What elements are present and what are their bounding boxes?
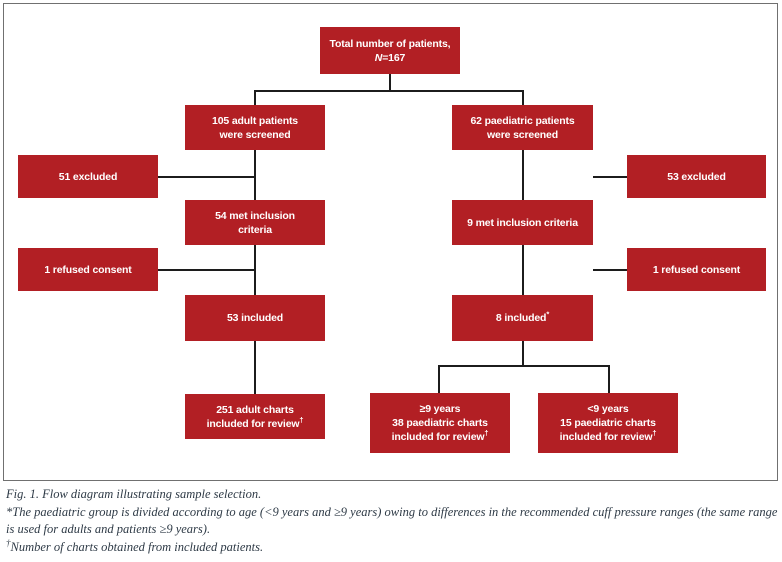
node-adult-refused-consent: 1 refused consent — [18, 248, 158, 291]
node-text: N=167 — [374, 51, 406, 64]
node-paediatric-excluded: 53 excluded — [627, 155, 766, 198]
node-text: 251 adult charts — [216, 403, 294, 416]
node-text: ≥9 years — [419, 403, 461, 415]
node-text: <9 years — [587, 403, 629, 415]
footnote-asterisk: *The paediatric group is divided accordi… — [6, 504, 778, 537]
connector-line — [593, 269, 627, 271]
node-paediatric-included: 8 included* — [452, 295, 593, 341]
node-text: 53 excluded — [667, 170, 726, 183]
node-paediatric-met-criteria: 9 met inclusion criteria — [452, 200, 593, 245]
connector-line — [438, 365, 440, 393]
connector-line — [158, 269, 255, 271]
connector-line — [254, 341, 256, 394]
dagger-mark: † — [6, 537, 11, 548]
node-text: 51 excluded — [58, 170, 118, 183]
node-text: included for review† — [559, 428, 657, 443]
node-adult-included: 53 included — [185, 295, 325, 341]
node-adult-excluded: 51 excluded — [18, 155, 158, 198]
node-lt9-charts-review: <9 years 15 paediatric charts included f… — [538, 393, 678, 453]
footnote-dagger-text: Number of charts obtained from included … — [10, 539, 264, 554]
connector-line — [254, 90, 256, 105]
connector-line — [158, 176, 255, 178]
node-text: included for review† — [206, 415, 304, 430]
connector-line — [389, 74, 391, 91]
node-ge9-charts-review: ≥9 years 38 paediatric charts included f… — [370, 393, 510, 453]
node-text: 54 met inclusion — [215, 209, 295, 222]
connector-line — [522, 341, 524, 366]
node-text: 9 met inclusion criteria — [467, 216, 578, 229]
node-text: were screened — [219, 128, 291, 141]
connector-line — [254, 245, 256, 295]
caption-block: Fig. 1. Flow diagram illustrating sample… — [6, 486, 778, 556]
node-paediatric-screened: 62 paediatric patients were screened — [452, 105, 593, 150]
node-adult-screened: 105 adult patients were screened — [185, 105, 325, 150]
node-text: 15 paediatric charts — [560, 417, 656, 429]
connector-line — [608, 365, 610, 393]
node-text: 1 refused consent — [44, 263, 132, 276]
node-text: Total number of patients, — [329, 37, 451, 50]
node-total-patients: Total number of patients, N=167 — [320, 27, 460, 74]
figure-caption: Fig. 1. Flow diagram illustrating sample… — [6, 487, 262, 501]
node-text: 53 included — [226, 312, 284, 324]
connector-line — [254, 150, 256, 200]
node-text: were screened — [486, 128, 558, 141]
node-text: 62 paediatric patients — [470, 114, 575, 127]
connector-line — [522, 150, 524, 200]
node-text: included for review† — [391, 428, 489, 443]
node-adult-charts-review: 251 adult charts included for review† — [185, 394, 325, 439]
node-text: criteria — [238, 223, 272, 236]
node-text: 38 paediatric charts — [392, 417, 488, 429]
node-adult-met-criteria: 54 met inclusion criteria — [185, 200, 325, 245]
connector-line — [593, 176, 627, 178]
node-text: 8 included* — [495, 309, 550, 324]
connector-line — [438, 365, 610, 367]
connector-line — [254, 90, 524, 92]
node-paediatric-refused-consent: 1 refused consent — [627, 248, 766, 291]
connector-line — [522, 90, 524, 105]
footnote-dagger: †Number of charts obtained from included… — [6, 537, 778, 557]
node-text: 105 adult patients — [212, 114, 298, 127]
connector-line — [522, 245, 524, 295]
node-text: 1 refused consent — [652, 263, 741, 276]
